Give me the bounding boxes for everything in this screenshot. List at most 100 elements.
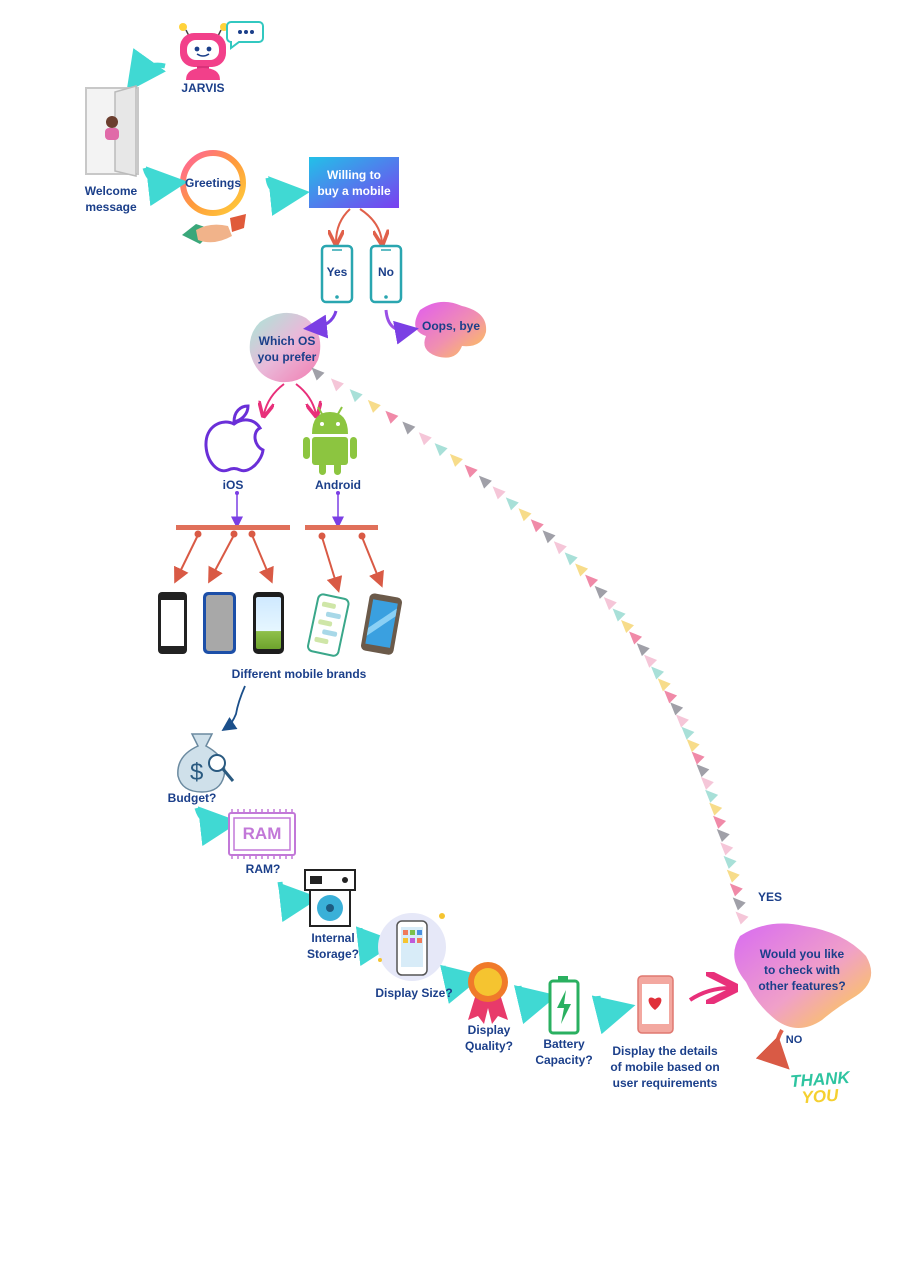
arrow-greetings-to-willing (265, 176, 310, 216)
android-branch-bar (305, 525, 378, 530)
arrow-display-to-quality (440, 964, 484, 1004)
question-label: Would you like to check with other featu… (758, 947, 846, 993)
money-bag-icon: $ (177, 733, 235, 793)
ios-branch-bar (176, 525, 290, 530)
bunting-flag (330, 378, 344, 392)
no-label: No (378, 265, 394, 279)
bunting-flag (732, 897, 746, 911)
brands-label: Different mobile brands (231, 667, 367, 681)
arrow-storage-to-display (355, 926, 398, 967)
ram-label: RAM? (245, 862, 281, 876)
bunting-flag (709, 802, 723, 816)
oops-blob (415, 301, 487, 358)
bunting-flag (530, 519, 544, 533)
yes-phone (320, 244, 354, 304)
storage-drive-icon (304, 869, 356, 927)
ram-chip-icon (228, 809, 296, 859)
bunting-flag (492, 486, 506, 500)
bunting-flag (691, 751, 705, 765)
door-icon (85, 85, 139, 177)
bunting-flag (367, 399, 381, 413)
details-label: Display the details of mobile based on u… (610, 1044, 720, 1090)
bunting-flag (542, 530, 556, 544)
bunting-flag (311, 367, 325, 381)
bunting-flag (723, 855, 737, 869)
bunting-flag (729, 883, 743, 897)
display-quality-label: Display Quality? (464, 1023, 513, 1053)
bunting-flag (713, 815, 727, 829)
welcome-label: Welcome message (84, 184, 138, 214)
bunting-flag (670, 702, 684, 716)
bunting-flag (505, 497, 519, 511)
arrow-budget-to-ram (194, 806, 240, 847)
brand-phone-2 (203, 592, 236, 654)
arrow-battery-to-details (591, 995, 636, 1035)
brand-phone-3 (253, 592, 284, 654)
yes-label: Yes (326, 265, 348, 279)
brand-phone-4 (307, 593, 350, 657)
no-phone (369, 244, 403, 304)
ios-label: iOS (222, 478, 244, 492)
arrow-welcome-to-greetings (142, 166, 188, 207)
arrow-yes-to-os (303, 310, 338, 339)
bunting-flag (696, 764, 710, 778)
brand-arrow-3 (251, 534, 274, 584)
app-phone-icon (396, 920, 428, 976)
heart-phone-icon (637, 975, 674, 1034)
arrow-to-android (295, 383, 316, 414)
arrow-to-yes (336, 208, 351, 242)
bunting-flag (464, 464, 478, 478)
bunting-flag (553, 541, 567, 555)
willing-box (309, 157, 399, 208)
bunting-flag (657, 678, 671, 692)
bunting-flag (478, 475, 492, 489)
bunting-flag (612, 608, 626, 622)
arrow-no-to-thanks (755, 1028, 790, 1070)
ram-chip-label: RAM (242, 824, 282, 843)
bunting-flag (629, 631, 643, 645)
bunting-flag (349, 389, 363, 403)
brand-phone-5 (360, 593, 402, 655)
arrow-brands-to-budget (221, 685, 246, 731)
android-icon (303, 406, 357, 475)
bunting-flag (575, 563, 589, 577)
arrow-quality-to-battery (513, 985, 558, 1025)
arrow-ram-to-storage (277, 881, 320, 923)
svg-text:$: $ (190, 759, 203, 786)
brand-arrow-1 (174, 534, 199, 584)
loop-yes-label: YES (757, 890, 782, 904)
brand-phone-1 (158, 592, 187, 654)
bunting-flag (675, 714, 689, 728)
willing-label: Willing to buy a mobile (317, 168, 391, 198)
loop-no-label: NO (785, 1034, 803, 1046)
bunting-flag (636, 643, 650, 657)
award-badge-icon (468, 962, 508, 1024)
bunting-flag (686, 739, 700, 753)
brand-arrow-2 (208, 534, 235, 584)
you-text: YOU (800, 1085, 840, 1108)
bunting-flag (385, 410, 399, 424)
robot-icon (179, 23, 228, 80)
bunting-flag (434, 443, 448, 457)
question-blob (734, 923, 872, 1028)
bunting-flag (518, 508, 532, 522)
arrow-no-to-oops (384, 309, 419, 345)
bunting-flag (735, 911, 749, 925)
which-os-blob (249, 312, 321, 383)
brand-arrow-5 (361, 536, 384, 588)
arrow-to-ios (264, 383, 285, 414)
bunting-flag (664, 690, 678, 704)
storage-label: Internal Storage? (306, 931, 359, 961)
bunting-flag (651, 666, 665, 680)
apple-icon (204, 404, 265, 473)
bunting-flag (564, 552, 578, 566)
bunting-flag (603, 597, 617, 611)
bunting-flag (402, 421, 416, 435)
oops-label: Oops, bye (421, 319, 480, 333)
greetings-label: Greetings (184, 176, 241, 190)
bunting-flag (720, 842, 734, 856)
bunting-flag (726, 869, 740, 883)
jarvis-label: JARVIS (181, 81, 225, 95)
bunting-flag (594, 585, 608, 599)
